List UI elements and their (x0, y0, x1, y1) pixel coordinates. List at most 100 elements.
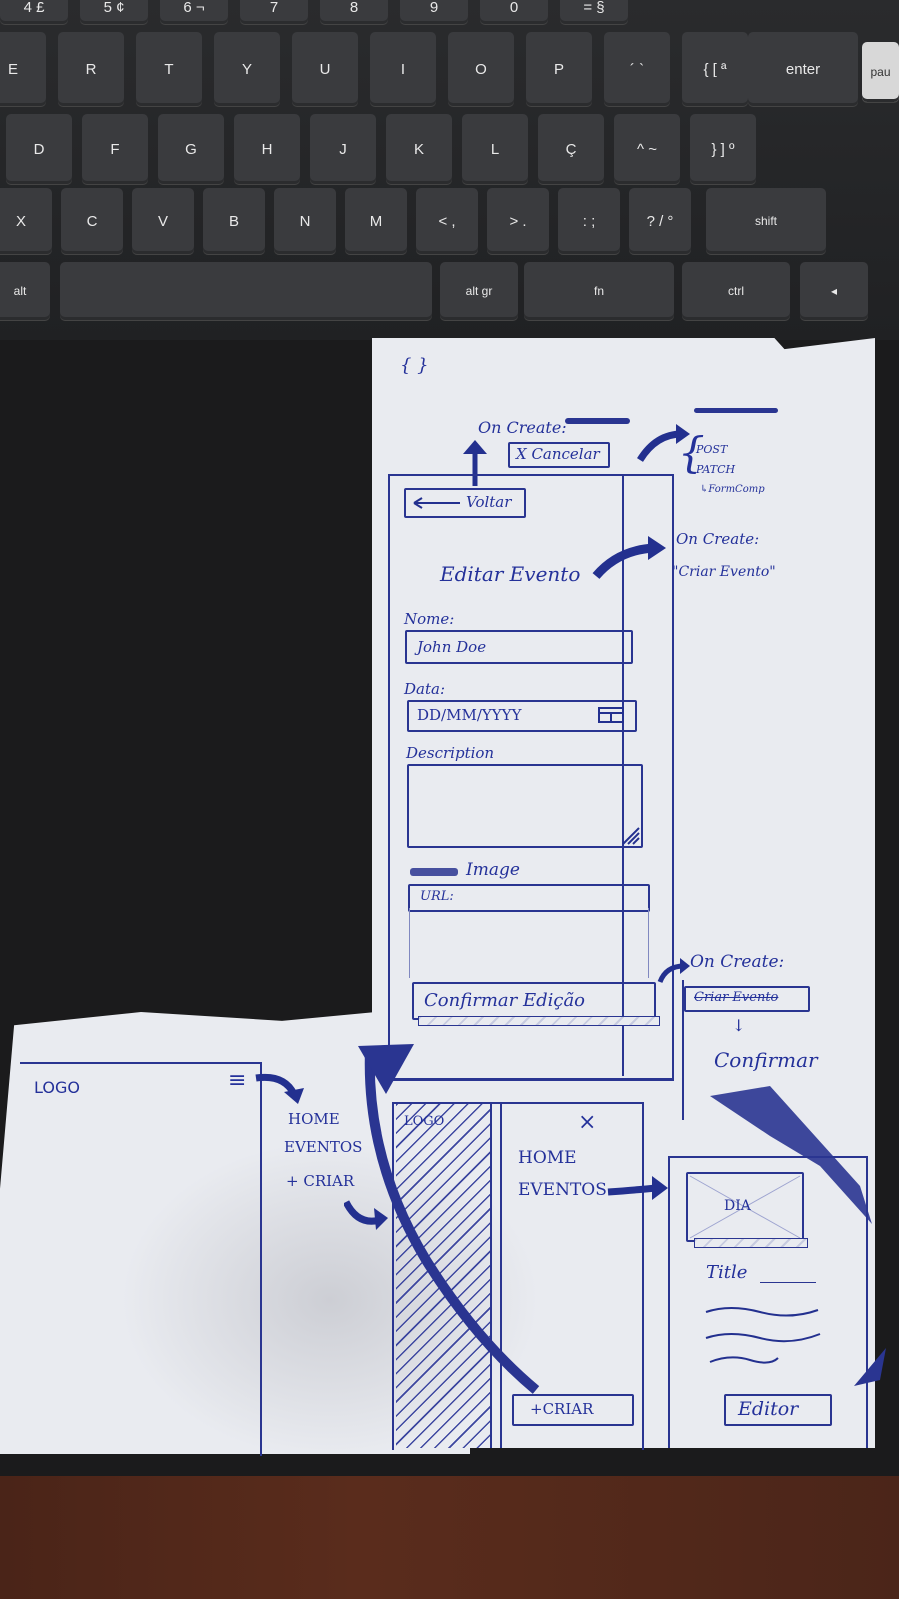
key-1-10: enter (748, 32, 858, 106)
card-phone-frame (668, 1156, 868, 1448)
key-2-8: ^ ~ (614, 114, 680, 184)
form-note: ↳FormComp (700, 484, 765, 495)
post-label: POST (696, 443, 728, 456)
date-label: Data: (404, 680, 445, 698)
key-0-0: 4 £ (0, 0, 68, 24)
key-0-6: 0 (480, 0, 548, 24)
arrow-up-icon (463, 440, 487, 486)
close-icon[interactable]: × (578, 1110, 597, 1135)
key-0-5: 9 (400, 0, 468, 24)
arrow-partial-icon (854, 1348, 886, 1386)
on-create-top-label: On Create: (478, 418, 567, 437)
key-3-7: > . (487, 188, 549, 254)
swoosh-arrow-icon (358, 1044, 540, 1394)
card-image: DIA (686, 1172, 804, 1242)
scribble-out (565, 418, 630, 424)
date-field[interactable]: DD/MM/YYYY (407, 700, 637, 732)
key-bottom-0: alt (0, 262, 50, 320)
key-2-4: J (310, 114, 376, 184)
cancel-label: X Cancelar (516, 445, 600, 463)
key-bottom-3: ctrl (682, 262, 790, 320)
drawer-home[interactable]: HOME (518, 1148, 577, 1168)
menu-eventos: EVENTOS (284, 1138, 363, 1156)
desk-surface (0, 1476, 899, 1599)
image-placeholder-icon (689, 1175, 801, 1239)
drawer-criar-button[interactable]: +CRIAR (512, 1394, 634, 1426)
key-0-3: 7 (240, 0, 308, 24)
card-edit-button[interactable]: Editor (724, 1394, 832, 1426)
down-arrow-icon: ↓ (732, 1016, 746, 1035)
button-shadow (418, 1016, 660, 1026)
key-0-1: 5 ¢ (80, 0, 148, 24)
key-1-0: E (0, 32, 46, 106)
card-text-lines (705, 1307, 821, 1364)
back-button[interactable]: Voltar (404, 488, 526, 518)
key-0-7: = § (560, 0, 628, 24)
key-1-4: U (292, 32, 358, 106)
image-preview-area (409, 908, 649, 978)
page-title: Editar Evento (440, 562, 581, 586)
image-url-field[interactable]: URL: (408, 884, 650, 912)
key-3-10: shift (706, 188, 826, 254)
image-label: Image (466, 860, 520, 880)
key-2-6: L (462, 114, 528, 184)
key-bottom-4: ◂ (800, 262, 868, 320)
confirmar-label: Confirmar (714, 1048, 818, 1072)
menu-criar: + CRIAR (286, 1172, 355, 1190)
name-label: Nome: (404, 610, 455, 628)
url-placeholder: URL: (420, 889, 454, 904)
arrow-right-icon (255, 1073, 304, 1104)
resize-handle-icon (622, 827, 640, 845)
key-side: pau (862, 42, 899, 102)
key-3-3: B (203, 188, 265, 254)
scribble-out (694, 408, 778, 413)
key-spacebar (60, 262, 432, 320)
left-phone-frame (20, 1062, 262, 1456)
drawer-eventos[interactable]: EVENTOS (518, 1180, 607, 1200)
arrow-left-icon (413, 497, 460, 509)
confirm-edit-button[interactable]: Confirmar Edição (412, 982, 656, 1020)
scribble-out (410, 868, 458, 876)
name-field[interactable]: John Doe (405, 630, 633, 664)
left-logo: LOGO (34, 1078, 80, 1097)
key-3-9: ? / ° (629, 188, 691, 254)
menu-home: HOME (288, 1110, 340, 1128)
arrow-right-icon (657, 958, 690, 983)
key-2-7: Ç (538, 114, 604, 184)
bracket-doodle: { } (400, 355, 429, 376)
key-bottom-2: fn (524, 262, 674, 320)
key-0-2: 6 ¬ (160, 0, 228, 24)
drawer-criar-label: +CRIAR (530, 1400, 594, 1418)
frame-extension (682, 980, 684, 1120)
on-create-title-label: On Create: (676, 530, 760, 548)
card-image-shadow (694, 1238, 808, 1248)
key-2-9: } ] º (690, 114, 756, 184)
drawer-phone-frame (392, 1102, 644, 1450)
description-label: Description (406, 744, 495, 762)
key-1-9: { [ ª (682, 32, 748, 106)
date-placeholder: DD/MM/YYYY (417, 706, 522, 724)
key-3-1: C (61, 188, 123, 254)
confirm-label: Confirmar Edição (424, 990, 586, 1011)
key-1-2: T (136, 32, 202, 106)
key-1-6: O (448, 32, 514, 106)
key-1-3: Y (214, 32, 280, 106)
large-arrow-icon (710, 1086, 872, 1224)
key-2-0: D (6, 114, 72, 184)
key-3-2: V (132, 188, 194, 254)
key-2-5: K (386, 114, 452, 184)
arrow-right-icon (637, 424, 690, 462)
description-textarea[interactable] (407, 764, 643, 848)
key-3-5: M (345, 188, 407, 254)
on-create-bottom-label: On Create: (690, 952, 785, 972)
key-1-7: P (526, 32, 592, 106)
title-alt-label: "Criar Evento" (672, 564, 776, 580)
card-title-underline (760, 1282, 816, 1283)
key-3-0: X (0, 188, 52, 254)
key-1-5: I (370, 32, 436, 106)
hamburger-menu-icon[interactable]: ≡ (228, 1068, 247, 1093)
back-label: Voltar (466, 493, 512, 511)
name-value: John Doe (417, 638, 487, 656)
cancel-button[interactable]: X Cancelar (508, 442, 610, 468)
